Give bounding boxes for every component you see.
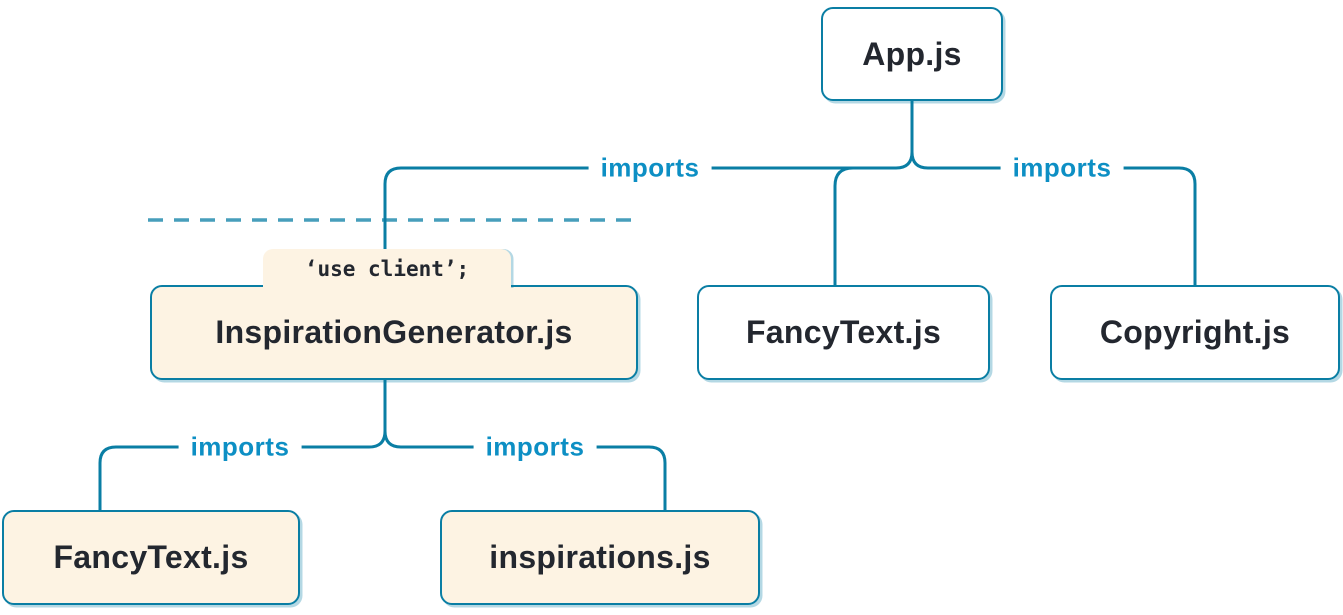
node-copyright-js: Copyright.js <box>1050 285 1340 380</box>
node-label: InspirationGenerator.js <box>215 314 573 350</box>
node-inspirations-js: inspirations.js <box>440 510 760 605</box>
edge-app-to-fancytext <box>833 166 855 290</box>
edge-label-imports-inspirationgenerator-fancytext: imports <box>178 429 302 465</box>
edge-label-imports-app-inspirationgenerator: imports <box>588 150 712 186</box>
node-label: App.js <box>862 35 962 72</box>
use-client-directive-tag: ‘use client’; <box>263 249 511 288</box>
edge-label-imports-app-copyright: imports <box>1000 150 1124 186</box>
node-label: Copyright.js <box>1099 314 1291 350</box>
node-label: FancyText.js <box>745 314 942 350</box>
node-fancytext-js-top: FancyText.js <box>697 285 990 380</box>
directive-label: ‘use client’; <box>304 256 470 281</box>
node-label: FancyText.js <box>53 539 249 575</box>
node-fancytext-js-bottom: FancyText.js <box>2 510 300 605</box>
edge-label-imports-inspirationgenerator-inspirations: imports <box>473 429 597 465</box>
node-inspirationgenerator-js: InspirationGenerator.js <box>150 285 638 380</box>
node-app-js: App.js <box>821 7 1003 101</box>
node-label: inspirations.js <box>489 539 711 575</box>
edge-app-to-copyright <box>910 99 1197 290</box>
